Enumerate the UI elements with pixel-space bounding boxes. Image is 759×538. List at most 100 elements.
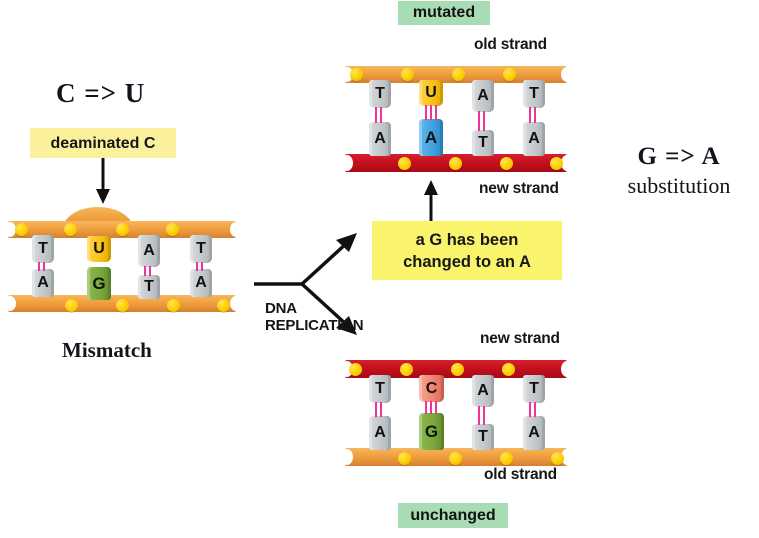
hydrogen-bond	[375, 402, 377, 417]
phosphate	[65, 299, 78, 312]
hydrogen-bond	[478, 111, 480, 131]
phosphate	[15, 223, 28, 236]
title-g-to-a-substitution: G => A substitution	[600, 142, 758, 200]
backbone-notch-left	[4, 296, 16, 311]
label-mismatch: Mismatch	[62, 338, 152, 362]
hydrogen-bond	[38, 262, 40, 271]
phosphate	[398, 452, 411, 465]
base-bottom: A	[523, 122, 545, 156]
phosphate	[400, 363, 413, 376]
caption-top-old-strand: old strand	[474, 36, 547, 53]
backbone-notch-right	[561, 361, 573, 377]
backbone-notch-right	[230, 296, 242, 311]
base-bottom-guanine: G	[419, 413, 444, 450]
phosphate	[401, 68, 414, 81]
hydrogen-bond	[483, 406, 485, 425]
base-top: T	[32, 235, 54, 263]
phosphate	[451, 363, 464, 376]
title-c-to-u: C => U	[56, 78, 146, 108]
hydrogen-bond	[425, 105, 427, 120]
phosphate	[64, 223, 77, 236]
phosphate	[116, 299, 129, 312]
arrow-callout-to-mutated-base	[424, 180, 438, 221]
phosphate	[349, 363, 362, 376]
backbone-notch-left	[341, 449, 353, 465]
hydrogen-bond	[196, 262, 198, 271]
phosphate	[500, 452, 513, 465]
caption-bottom-old-strand: old strand	[484, 466, 557, 483]
backbone-notch-left	[341, 155, 353, 171]
hydrogen-bond	[425, 401, 427, 414]
callout-line1: a G has been changed to an A	[403, 230, 531, 271]
base-bottom: A	[32, 269, 54, 297]
base-top: A	[472, 375, 494, 407]
phosphate	[500, 157, 513, 170]
hydrogen-bond	[43, 262, 45, 271]
caption-bottom-new-strand: new strand	[480, 330, 560, 347]
phosphate	[167, 299, 180, 312]
base-bottom: A	[369, 122, 391, 156]
mutated-duplex: T A U A A T T A	[341, 66, 573, 174]
hydrogen-bond	[435, 105, 437, 120]
hydrogen-bond	[201, 262, 203, 271]
dna-replication-fork-arrows	[254, 233, 357, 335]
base-top-uracil: U	[419, 80, 443, 106]
hydrogen-bond	[380, 402, 382, 417]
backbone-notch-right	[561, 155, 573, 171]
backbone-notch-right	[561, 449, 573, 465]
base-top-cytosine: C	[419, 375, 444, 402]
hydrogen-bond	[534, 107, 536, 123]
phosphate	[166, 223, 179, 236]
base-bottom: T	[472, 130, 494, 156]
base-top: T	[190, 235, 212, 263]
tag-unchanged: unchanged	[398, 503, 508, 528]
tag-mutated: mutated	[398, 1, 490, 25]
hydrogen-bond	[435, 401, 437, 414]
base-bottom: T	[138, 275, 160, 299]
callout-deaminated-c: deaminated C	[30, 128, 176, 158]
hydrogen-bond	[430, 105, 432, 120]
base-top: T	[369, 375, 391, 403]
base-top-uracil: U	[87, 236, 111, 262]
base-bottom-guanine: G	[87, 267, 111, 300]
arrow-deaminated-to-strand	[96, 158, 110, 204]
base-bottom-adenine: A	[419, 119, 443, 156]
hydrogen-bond	[144, 266, 146, 276]
mismatch-duplex: T A U G A T T A	[4, 205, 242, 320]
phosphate	[452, 68, 465, 81]
phosphate	[551, 452, 564, 465]
phosphate	[449, 157, 462, 170]
title-g-to-a: G => A	[637, 143, 721, 170]
phosphate	[502, 363, 515, 376]
base-top: T	[523, 80, 545, 108]
base-top: A	[472, 80, 494, 112]
phosphate	[550, 157, 563, 170]
backbone-notch-right	[561, 67, 573, 82]
hydrogen-bond	[430, 401, 432, 414]
base-top: A	[138, 235, 160, 267]
phosphate	[503, 68, 516, 81]
phosphate	[116, 223, 129, 236]
base-top: T	[523, 375, 545, 403]
base-top: T	[369, 80, 391, 108]
hydrogen-bond	[375, 107, 377, 123]
dna-replication-line1: DNA	[265, 300, 297, 317]
phosphate	[350, 68, 363, 81]
dna-replication-line2: REPLICATION	[265, 317, 364, 334]
base-bottom: T	[472, 424, 494, 450]
hydrogen-bond	[483, 111, 485, 131]
phosphate	[449, 452, 462, 465]
backbone-notch-right	[230, 222, 242, 237]
base-bottom: A	[523, 416, 545, 450]
backbone-notch-left	[4, 222, 16, 237]
hydrogen-bond	[529, 107, 531, 123]
caption-top-new-strand: new strand	[479, 180, 559, 197]
title-substitution: substitution	[627, 173, 731, 198]
hydrogen-bond	[478, 406, 480, 425]
hydrogen-bond	[149, 266, 151, 276]
hydrogen-bond	[529, 402, 531, 417]
hydrogen-bond	[380, 107, 382, 123]
base-bottom: A	[190, 269, 212, 297]
